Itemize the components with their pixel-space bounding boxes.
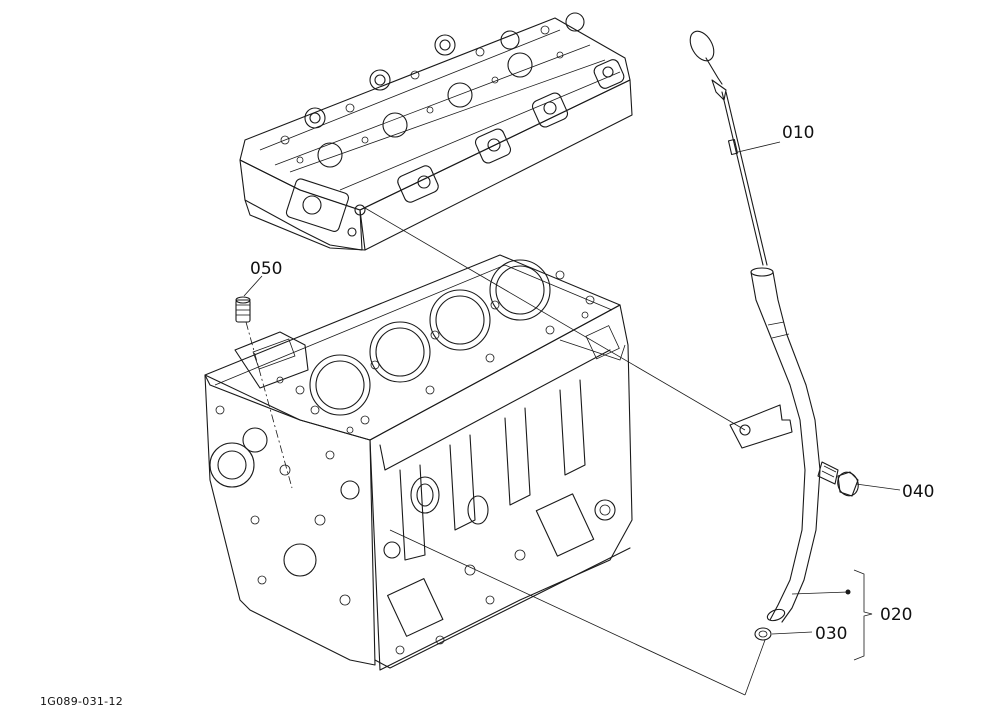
part-040-bolt	[817, 461, 859, 497]
callout-030: 030	[815, 624, 847, 644]
cylinder-head	[239, 12, 633, 251]
part-050-plug	[235, 296, 251, 323]
cylinder-block	[204, 254, 633, 671]
callout-050: 050	[250, 259, 282, 279]
figure-code: 1G089-031-12	[40, 695, 124, 708]
part-010-dipstick	[689, 30, 768, 266]
leader-lines	[243, 141, 901, 696]
callout-010: 010	[782, 123, 814, 143]
part-020-guide-tube	[729, 267, 821, 623]
callout-020: 020	[880, 605, 912, 625]
part-030-o-ring	[754, 627, 772, 641]
callout-040: 040	[902, 482, 934, 502]
